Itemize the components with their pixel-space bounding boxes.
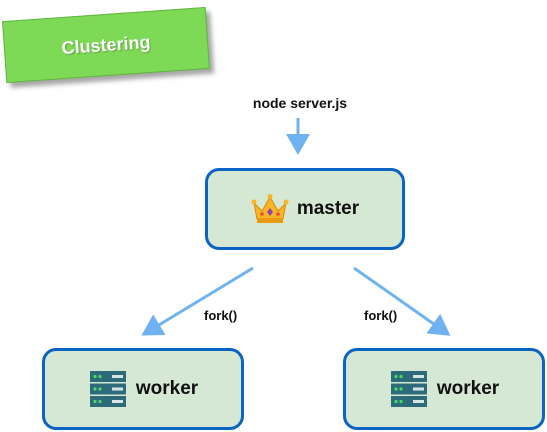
worker-node-left: worker	[42, 348, 244, 430]
worker-left-label: worker	[135, 378, 199, 399]
clustering-tag-label: Clustering	[60, 31, 152, 58]
arrow-master-to-worker-right	[353, 266, 451, 336]
crown-icon	[251, 194, 289, 223]
server-icon	[390, 371, 427, 407]
server-icon	[89, 371, 126, 407]
master-node: master	[205, 168, 405, 250]
worker-node-right: worker	[343, 348, 545, 430]
fork-label-left: fork()	[204, 308, 238, 323]
fork-label-right: fork()	[364, 308, 398, 323]
worker-right-label: worker	[436, 378, 500, 399]
arrow-master-to-worker-left	[141, 266, 254, 336]
master-label: master	[296, 198, 360, 219]
command-label: node server.js	[252, 95, 348, 111]
